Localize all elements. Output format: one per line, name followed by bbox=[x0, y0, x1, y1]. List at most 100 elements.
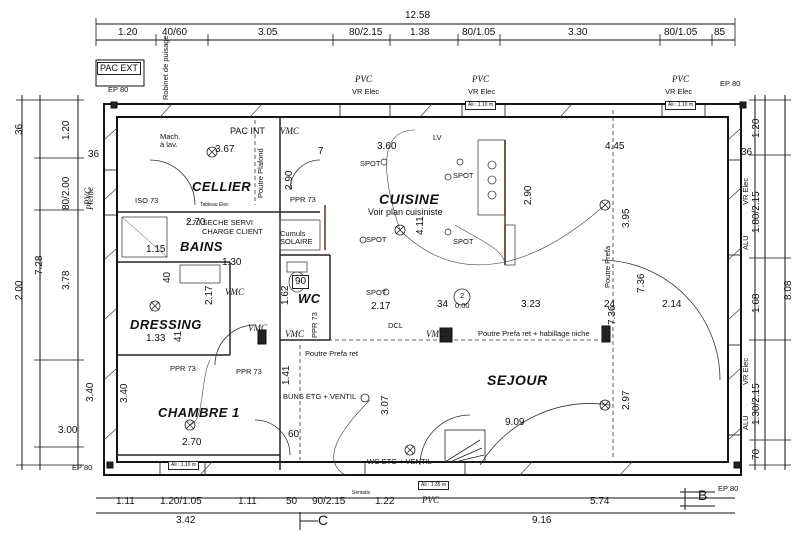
dim-right-1: 1.20 bbox=[751, 118, 762, 138]
dim-bottom-5: 90/2.15 bbox=[312, 496, 346, 507]
spot-label-1: SPOT bbox=[360, 159, 381, 168]
dim-sejour-width: 3.23 bbox=[521, 299, 541, 310]
spot-label-5: SPOT bbox=[366, 288, 387, 297]
dim-left-2: 2.00 bbox=[14, 280, 25, 300]
dim-top-3: 3.05 bbox=[258, 27, 278, 38]
dim-left-3: 36 bbox=[14, 123, 25, 135]
vmc-label-4: VMC bbox=[426, 329, 445, 339]
dim-bains-sub: 1.15 bbox=[146, 244, 166, 255]
dim-left-4: 1.20 bbox=[61, 120, 72, 140]
dim-center-width: 2.17 bbox=[371, 301, 391, 312]
ep80-label-bl: EP 80 bbox=[72, 463, 93, 472]
dim-left-6: 3.78 bbox=[61, 270, 72, 290]
vr-elec-label-1: VR Elec bbox=[352, 87, 380, 96]
ali-110-label-3: Ali : 1.10 m bbox=[168, 461, 200, 470]
room-cellier: CELLIER bbox=[192, 179, 252, 194]
dim-bottom-3: 1.11 bbox=[238, 496, 257, 507]
dim-bottom-1: 1.11 bbox=[116, 496, 135, 507]
dim-top-1: 1.20 bbox=[118, 27, 138, 38]
sematis-label: Sematis bbox=[352, 490, 371, 496]
pvc-label-3: PVC bbox=[672, 74, 689, 84]
robinet-label: Robinet de puisage bbox=[161, 35, 170, 100]
room-bains: BAINS bbox=[180, 239, 223, 254]
vmc-label-1: VMC bbox=[280, 126, 299, 136]
dim-bottom-6: 1.22 bbox=[375, 496, 395, 507]
dim-bottom-9: 9.16 bbox=[532, 515, 552, 526]
mach-label: Mach. à lav. bbox=[160, 132, 181, 149]
dim-chambre-height: 1.41 bbox=[281, 365, 292, 385]
dim-wc-90: 90 bbox=[292, 275, 310, 289]
ali-110-label-1: Ali : 1.10 m bbox=[465, 101, 497, 110]
room-cuisine-note: Voir plan cuisiniste bbox=[368, 207, 443, 217]
iso-label: ISO 73 bbox=[135, 196, 159, 205]
alu-label-2: ALU bbox=[741, 415, 750, 430]
dim-side-395: 3.95 bbox=[621, 208, 632, 228]
alu-label-1: ALU bbox=[741, 235, 750, 250]
poutre-prefa-hab-label: Poutre Prefa ret + habillage niche bbox=[478, 329, 590, 338]
dim-center-000: 0.00 bbox=[455, 301, 470, 310]
section-b-label: B bbox=[698, 487, 708, 503]
charge-label: CHARGE CLIENT bbox=[202, 227, 263, 236]
dim-top-2: 40/60 bbox=[162, 27, 188, 38]
room-cuisine: CUISINE bbox=[379, 191, 440, 207]
dim-top-6: 80/1.05 bbox=[462, 27, 496, 38]
overall-width-label: 12.58 bbox=[405, 10, 431, 21]
spot-label-2: SPOT bbox=[453, 171, 474, 180]
dim-bottom-8: 3.42 bbox=[176, 515, 196, 526]
dim-entry: 3.07 bbox=[380, 395, 391, 415]
dim-cuisine-height: 2.90 bbox=[523, 185, 534, 205]
dim-right-6: 36 bbox=[741, 147, 753, 158]
vr-elec-label-3: VR Elec bbox=[665, 87, 693, 96]
dim-side-736a: 7.36 bbox=[636, 273, 647, 293]
dim-wc-7: 7 bbox=[318, 146, 324, 157]
dim-cellier-height: 2.90 bbox=[284, 170, 295, 190]
ali-110-label-2: Ali : 1.10 m bbox=[665, 101, 697, 110]
dim-right-3: 1.68 bbox=[751, 293, 762, 313]
vmc-label-5: VMC bbox=[285, 329, 304, 339]
dim-center-24: 24 bbox=[604, 299, 616, 310]
dim-hall-height: 2.17 bbox=[204, 285, 215, 305]
dim-wc-40: 40 bbox=[162, 271, 173, 283]
poutre-prefa-v-label: Poutre Prefa bbox=[603, 245, 612, 288]
dim-right-5: 70 bbox=[751, 448, 762, 460]
dim-chambre-v: 3.40 bbox=[119, 383, 130, 403]
dim-top-9: 85 bbox=[714, 27, 726, 38]
room-sejour: SEJOUR bbox=[487, 372, 548, 388]
ep80-label-br: EP 80 bbox=[718, 484, 739, 493]
dim-top-7: 3.30 bbox=[568, 27, 588, 38]
pvc-label-2: PVC bbox=[472, 74, 489, 84]
ppr-label-3: PPR 73 bbox=[236, 367, 262, 376]
vmc-label-2: VMC bbox=[225, 287, 244, 297]
dim-chambre-width: 2.70 bbox=[182, 437, 202, 448]
dim-bains-width: 2.70 bbox=[186, 217, 206, 228]
dim-sejour-top: 4.45 bbox=[605, 141, 625, 152]
vr-elec-label-4: VR Elec bbox=[741, 177, 750, 205]
dim-right-2: 1.80/2.15 bbox=[751, 191, 762, 233]
poutre-prefa-label: Poutre Prefa ret bbox=[305, 349, 358, 358]
dim-side-736b: 7.36 bbox=[607, 305, 618, 325]
dim-top-4: 80/2.15 bbox=[349, 27, 383, 38]
section-c-label: C bbox=[318, 512, 329, 528]
dim-wc-162: 1.62 bbox=[280, 285, 291, 305]
ep80-label-tl: EP 80 bbox=[108, 85, 129, 94]
dim-bains-height: 1.30 bbox=[222, 257, 242, 268]
dim-center-2: 2 bbox=[460, 291, 465, 300]
vr-elec-label-2: VR Elec bbox=[468, 87, 496, 96]
dim-sejour-909: 9.09 bbox=[505, 417, 525, 428]
dim-wc-60: 60 bbox=[288, 429, 300, 440]
dim-bottom-7: 5.74 bbox=[590, 496, 610, 507]
dim-right-4: 1.30/2.15 bbox=[751, 383, 762, 425]
dim-top-5: 1.38 bbox=[410, 27, 430, 38]
buns-etg-label: BUNS ETG + VENTIL bbox=[283, 392, 357, 401]
dim-left-7: 3.40 bbox=[85, 382, 96, 402]
dcl-label: DCL bbox=[388, 321, 404, 330]
room-wc: WC bbox=[298, 291, 321, 306]
dim-side-297: 2.97 bbox=[621, 390, 632, 410]
dim-bottom-4: 50 bbox=[286, 496, 298, 507]
wc-etg-label: WC ETG + VENTIL bbox=[367, 457, 432, 466]
pac-ext-label: PAC EXT bbox=[97, 62, 141, 75]
ppr-label-1: PPR 73 bbox=[290, 195, 316, 204]
overall-depth-label: 8.08 bbox=[783, 280, 794, 300]
dim-hall-34: 34 bbox=[437, 299, 449, 310]
